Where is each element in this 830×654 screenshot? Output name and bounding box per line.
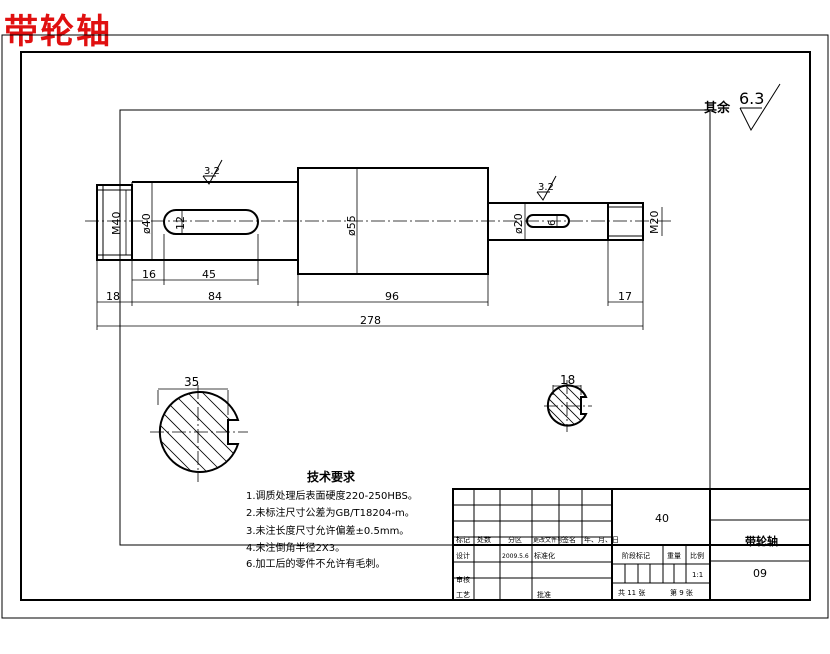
material-value: 40 <box>655 512 669 525</box>
design-date: 2009.5.6 <box>502 553 529 560</box>
dim-16: 16 <box>142 268 156 281</box>
tech-requirements-heading: 技术要求 <box>307 469 356 484</box>
roughness-general-value: 6.3 <box>739 89 764 108</box>
dim-d40: ø40 <box>140 213 153 234</box>
scale-label: 比例 <box>690 551 704 560</box>
header-zone: 分区 <box>508 535 522 544</box>
sheet-number: 第 9 张 <box>670 588 693 597</box>
dim-m40: M40 <box>110 212 123 236</box>
approve-label: 批准 <box>537 590 551 599</box>
process-label: 工艺 <box>456 591 470 599</box>
dimension-lines <box>97 279 643 327</box>
dim-17: 17 <box>618 290 632 303</box>
sheets-total: 共 11 张 <box>618 588 645 597</box>
extension-lines <box>96 234 644 330</box>
header-signature: 签名 <box>562 535 576 544</box>
roughness-general-symbol <box>739 83 781 132</box>
title-block <box>452 488 811 601</box>
shaft-outline <box>96 167 644 275</box>
drawing-border <box>20 51 811 601</box>
tech-requirement-5: 6.加工后的零件不允许有毛刺。 <box>246 557 386 570</box>
dim-key-6: 6 <box>547 220 558 226</box>
section-1-width: 35 <box>184 375 199 389</box>
drawing-number: 09 <box>753 567 767 580</box>
section-2-width: 18 <box>560 373 575 387</box>
weight-label: 重量 <box>667 552 681 560</box>
dim-d20: ø20 <box>512 213 525 234</box>
tech-requirement-2: 2.未标注尺寸公差为GB/T18204-m。 <box>246 506 415 519</box>
scale-value: 1:1 <box>692 571 703 579</box>
dim-vertical-lines <box>125 168 663 274</box>
design-label: 设计 <box>456 551 470 560</box>
keyway-1 <box>163 209 259 235</box>
dim-d55: ø55 <box>345 215 358 236</box>
header-change-doc: 更改文件号 <box>533 536 563 544</box>
header-mark: 标记 <box>456 535 470 544</box>
dim-m20: M20 <box>648 211 661 235</box>
outer-frame <box>1 34 829 619</box>
stage-label: 阶段标记 <box>622 551 650 560</box>
roughness-local-1-value: 3.2 <box>204 166 220 177</box>
part-name: 带轮轴 <box>745 534 778 548</box>
tech-requirement-4: 4.未注倒角半径2X3。 <box>246 541 345 554</box>
dim-96: 96 <box>385 290 399 303</box>
tech-requirement-1: 1.调质处理后表面硬度220-250HBS。 <box>246 489 418 502</box>
review-label: 审核 <box>456 575 470 584</box>
roughness-local-2 <box>536 175 557 201</box>
roughness-local-2-value: 3.2 <box>538 182 554 193</box>
section-view-2 <box>544 380 592 432</box>
working-area <box>119 109 711 546</box>
dim-278: 278 <box>360 314 381 327</box>
header-date: 年、月、日 <box>584 535 619 544</box>
dim-84: 84 <box>208 290 222 303</box>
tech-requirement-3: 3.未注长度尺寸允许偏差±0.5mm。 <box>246 524 409 537</box>
keyway-2 <box>526 214 570 228</box>
header-count: 处数 <box>477 535 491 544</box>
drawing-title: 带轮轴 <box>4 12 112 52</box>
standardize-label: 标准化 <box>534 551 555 560</box>
roughness-local-1 <box>202 159 223 185</box>
section-view-1 <box>150 385 248 482</box>
dim-key-12: 12 <box>174 216 187 230</box>
roughness-general-label: 其余 <box>704 100 731 116</box>
dim-45: 45 <box>202 268 216 281</box>
dim-18: 18 <box>106 290 120 303</box>
